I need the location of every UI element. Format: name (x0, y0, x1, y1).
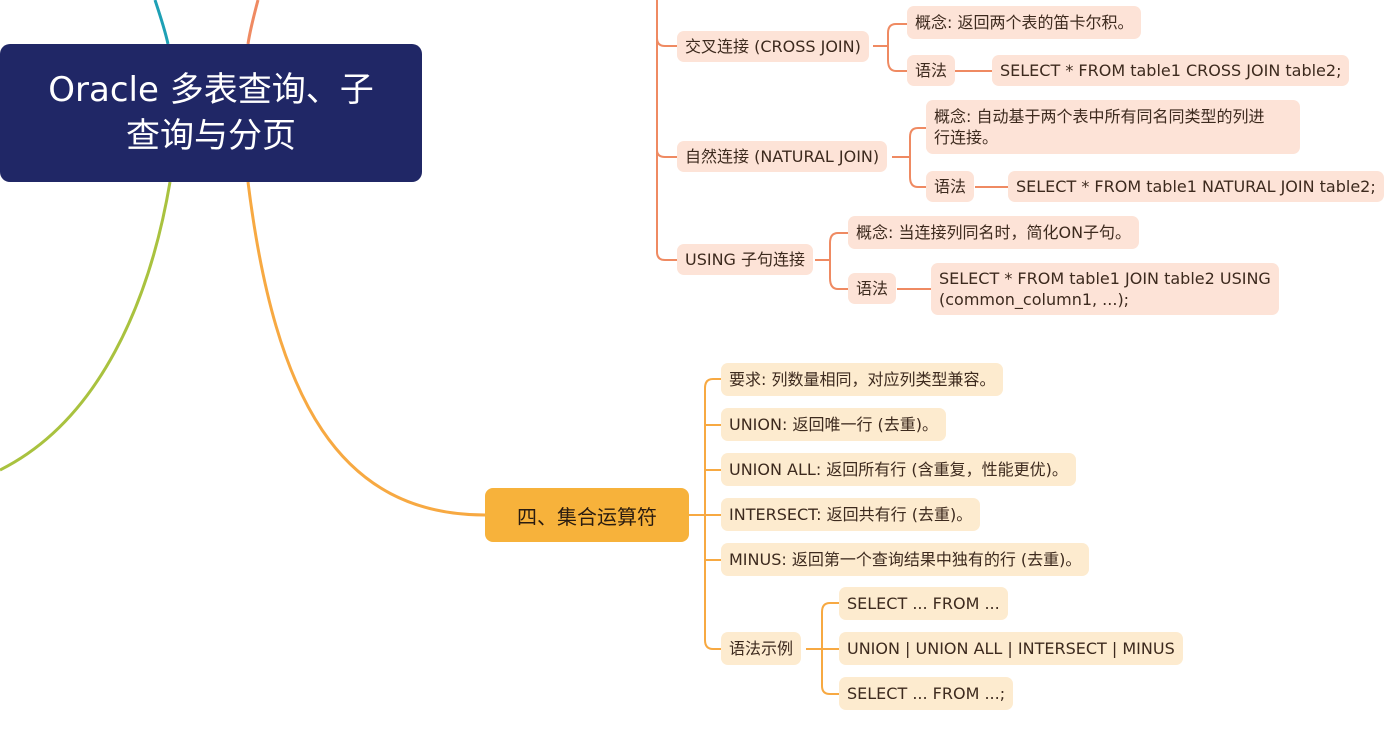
set-main-branch (246, 181, 486, 517)
using-syntax-label: 语法 (856, 279, 889, 298)
set-op-item-text: UNION: 返回唯一行 (去重)。 (729, 415, 939, 434)
cross-join-concept-text: 概念: 返回两个表的笛卡尔积。 (915, 13, 1134, 32)
natural-join-node[interactable]: 自然连接 (NATURAL JOIN) (677, 141, 888, 172)
cross-join-syntax-text: SELECT * FROM table1 CROSS JOIN table2; (1000, 61, 1342, 80)
central-topic-title-line: Oracle 多表查询、子 (48, 70, 374, 110)
cross-join-node[interactable]: 交叉连接 (CROSS JOIN) (677, 31, 869, 62)
natural-join-syntax-text: SELECT * FROM table1 NATURAL JOIN table2… (1016, 177, 1376, 196)
natural-join-syntax-label: 语法 (934, 177, 967, 196)
syntax-example-line-text: UNION | UNION ALL | INTERSECT | MINUS (847, 639, 1175, 658)
set-op-item-text: INTERSECT: 返回共有行 (去重)。 (729, 505, 973, 524)
set-op-item[interactable]: 要求: 列数量相同，对应列类型兼容。 (721, 363, 1004, 396)
syntax-example-node[interactable]: 语法示例 (721, 632, 802, 665)
natural-join-concept-node[interactable]: 概念: 自动基于两个表中所有同名同类型的列进 行连接。 (926, 100, 1300, 154)
using-syntax-node[interactable]: SELECT * FROM table1 JOIN table2 USING (… (931, 263, 1279, 315)
set-op-item[interactable]: INTERSECT: 返回共有行 (去重)。 (721, 498, 981, 531)
syntax-example-line[interactable]: SELECT ... FROM ...; (839, 677, 1014, 710)
central-topic-title: Oracle 多表查询、子 查询与分页 (48, 67, 373, 159)
cross-join-syntax-label-node[interactable]: 语法 (907, 55, 956, 86)
syntax-example-line[interactable]: SELECT ... FROM ... (839, 587, 1008, 620)
natural-join-concept-line: 行连接。 (934, 128, 999, 147)
syntax-example-line-text: SELECT ... FROM ... (847, 594, 1000, 613)
using-clause-node[interactable]: USING 子句连接 (677, 244, 814, 275)
natural-join-syntax-node[interactable]: SELECT * FROM table1 NATURAL JOIN table2… (1008, 171, 1384, 202)
set-op-item-text: 要求: 列数量相同，对应列类型兼容。 (729, 370, 996, 389)
green-branch (0, 181, 172, 472)
set-op-item[interactable]: UNION: 返回唯一行 (去重)。 (721, 408, 947, 441)
set-op-item-text: UNION ALL: 返回所有行 (含重复，性能更优)。 (729, 460, 1068, 479)
using-concept-text: 概念: 当连接列同名时，简化ON子句。 (856, 223, 1132, 242)
set-operators-topic[interactable]: 四、集合运算符 (485, 488, 689, 542)
natural-join-label: 自然连接 (NATURAL JOIN) (685, 147, 880, 166)
using-clause-label: USING 子句连接 (685, 250, 806, 269)
natural-join-concept-line: 概念: 自动基于两个表中所有同名同类型的列进 (934, 107, 1265, 126)
central-topic[interactable]: Oracle 多表查询、子 查询与分页 (0, 44, 422, 182)
orange-branch-top (246, 0, 260, 45)
cross-join-concept-node[interactable]: 概念: 返回两个表的笛卡尔积。 (907, 6, 1142, 39)
using-syntax-line: SELECT * FROM table1 JOIN table2 USING (939, 269, 1271, 288)
syntax-example-label: 语法示例 (729, 639, 794, 658)
cross-join-label: 交叉连接 (CROSS JOIN) (685, 37, 861, 56)
using-concept-node[interactable]: 概念: 当连接列同名时，简化ON子句。 (848, 216, 1140, 249)
set-op-item[interactable]: MINUS: 返回第一个查询结果中独有的行 (去重)。 (721, 543, 1090, 576)
syntax-example-line[interactable]: UNION | UNION ALL | INTERSECT | MINUS (839, 632, 1183, 665)
central-topic-title-line: 查询与分页 (125, 116, 296, 156)
natural-join-syntax-label-node[interactable]: 语法 (926, 171, 975, 202)
set-op-item[interactable]: UNION ALL: 返回所有行 (含重复，性能更优)。 (721, 453, 1076, 486)
teal-branch (153, 0, 170, 45)
cross-join-syntax-label: 语法 (915, 61, 948, 80)
using-syntax-line: (common_column1, ...); (939, 290, 1130, 309)
set-op-item-text: MINUS: 返回第一个查询结果中独有的行 (去重)。 (729, 550, 1082, 569)
syntax-example-line-text: SELECT ... FROM ...; (847, 684, 1006, 703)
set-operators-title: 四、集合运算符 (517, 504, 657, 529)
using-syntax-label-node[interactable]: 语法 (848, 273, 897, 304)
cross-join-syntax-node[interactable]: SELECT * FROM table1 CROSS JOIN table2; (992, 55, 1350, 86)
